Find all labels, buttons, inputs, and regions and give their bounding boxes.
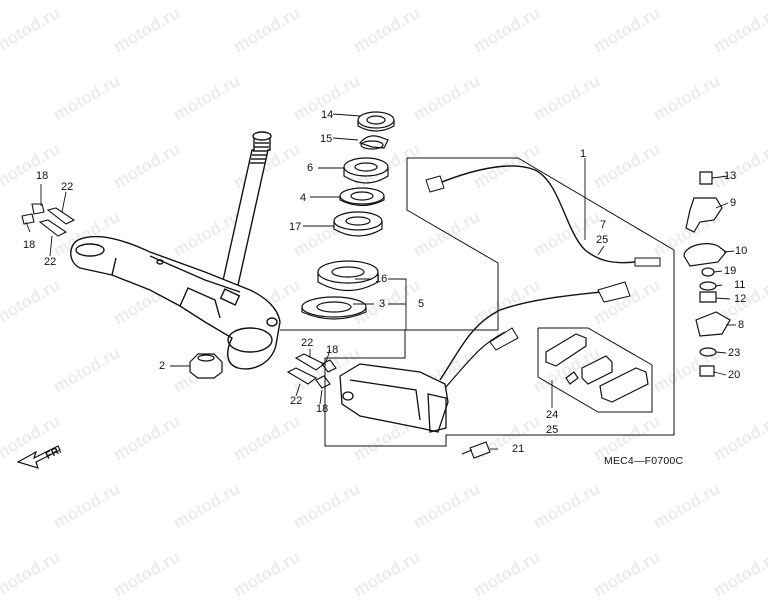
callout-24: 24 — [546, 409, 559, 421]
diagram-artwork — [16, 111, 736, 469]
callout-21: 21 — [512, 443, 525, 455]
callout-4: 4 — [300, 192, 307, 204]
callout-18-lower-upper: 18 — [326, 344, 339, 356]
callout-10: 10 — [735, 245, 748, 257]
callout-5: 5 — [418, 298, 425, 310]
callout-23: 23 — [728, 347, 741, 359]
callout-8: 8 — [738, 319, 745, 331]
cable-2 — [439, 289, 619, 381]
throttle-housing — [339, 363, 449, 433]
callout-13: 13 — [724, 170, 737, 182]
callout-25-lower: 25 — [546, 424, 559, 436]
throttle-cable-1 — [431, 165, 636, 264]
callout-22-lower-upper: 22 — [301, 337, 314, 349]
callout-18-left-upper: 18 — [36, 170, 49, 182]
callout-7: 7 — [600, 219, 607, 231]
callout-17: 17 — [289, 221, 302, 233]
callout-9: 9 — [730, 197, 737, 209]
callout-18-lower-lower: 18 — [316, 403, 329, 415]
left-bolts — [21, 203, 76, 237]
callout-12: 12 — [734, 293, 747, 305]
cable-group-outline — [324, 157, 675, 447]
callout-16: 16 — [375, 273, 388, 285]
callout-1: 1 — [580, 148, 587, 160]
callout-15: 15 — [320, 133, 333, 145]
grip-kit-outline — [537, 327, 653, 413]
callout-2: 2 — [159, 360, 166, 372]
diagram-code: MEC4—F0700C — [604, 455, 684, 467]
callout-14: 14 — [321, 109, 334, 121]
callout-20: 20 — [728, 369, 741, 381]
stem-nut — [189, 353, 223, 379]
callout-18-left-lower: 18 — [23, 239, 36, 251]
grip-parts — [545, 333, 649, 403]
callout-25-upper: 25 — [596, 234, 609, 246]
callout-22-left-lower: 22 — [44, 256, 57, 268]
callout-3: 3 — [379, 298, 386, 310]
screw-21 — [461, 441, 491, 459]
callout-22-left-upper: 22 — [61, 181, 74, 193]
steering-stem — [221, 131, 272, 286]
bottom-bridge — [70, 235, 281, 370]
callout-19: 19 — [724, 265, 737, 277]
lower-bolts — [286, 353, 337, 389]
callout-11: 11 — [734, 279, 746, 291]
callout-6: 6 — [307, 162, 314, 174]
leader-lines — [25, 113, 736, 450]
switch-parts — [683, 171, 731, 377]
callout-22-lower-lower: 22 — [290, 395, 303, 407]
bearing-stack — [301, 111, 395, 320]
fr-arrow — [16, 445, 61, 469]
